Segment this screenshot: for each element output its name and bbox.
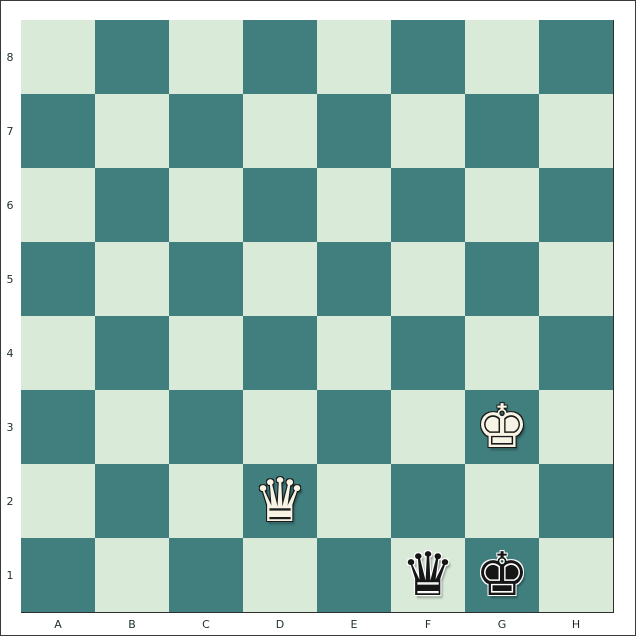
square-f6[interactable] — [391, 168, 465, 242]
square-a5[interactable] — [21, 242, 95, 316]
square-c5[interactable] — [169, 242, 243, 316]
square-b6[interactable] — [95, 168, 169, 242]
square-f7[interactable] — [391, 94, 465, 168]
rank-label-7: 7 — [6, 125, 14, 138]
rank-label-8: 8 — [6, 51, 14, 64]
file-label-a: A — [54, 618, 62, 631]
square-a6[interactable] — [21, 168, 95, 242]
square-g5[interactable] — [465, 242, 539, 316]
square-d3[interactable] — [243, 390, 317, 464]
square-a2[interactable] — [21, 464, 95, 538]
chessboard[interactable]: ♚ ♛ ♛ ♚ — [21, 20, 614, 613]
rank-label-2: 2 — [6, 495, 14, 508]
square-h4[interactable] — [539, 316, 613, 390]
square-b8[interactable] — [95, 20, 169, 94]
square-e8[interactable] — [317, 20, 391, 94]
square-h8[interactable] — [539, 20, 613, 94]
square-h5[interactable] — [539, 242, 613, 316]
square-e1[interactable] — [317, 538, 391, 612]
rank-label-4: 4 — [6, 347, 14, 360]
square-c6[interactable] — [169, 168, 243, 242]
square-a8[interactable] — [21, 20, 95, 94]
square-h3[interactable] — [539, 390, 613, 464]
square-b3[interactable] — [95, 390, 169, 464]
square-g1[interactable] — [465, 538, 539, 612]
square-b7[interactable] — [95, 94, 169, 168]
square-a3[interactable] — [21, 390, 95, 464]
black-queen-f1-icon[interactable]: ♛ — [401, 540, 455, 610]
square-g4[interactable] — [465, 316, 539, 390]
rank-label-5: 5 — [6, 273, 14, 286]
square-f8[interactable] — [391, 20, 465, 94]
square-f5[interactable] — [391, 242, 465, 316]
square-g8[interactable] — [465, 20, 539, 94]
square-e2[interactable] — [317, 464, 391, 538]
rank-label-6: 6 — [6, 199, 14, 212]
square-g2[interactable] — [465, 464, 539, 538]
square-e6[interactable] — [317, 168, 391, 242]
file-label-c: C — [202, 618, 210, 631]
square-d8[interactable] — [243, 20, 317, 94]
square-f3[interactable] — [391, 390, 465, 464]
square-f2[interactable] — [391, 464, 465, 538]
square-g7[interactable] — [465, 94, 539, 168]
file-label-b: B — [128, 618, 136, 631]
square-h1[interactable] — [539, 538, 613, 612]
square-e4[interactable] — [317, 316, 391, 390]
square-d4[interactable] — [243, 316, 317, 390]
square-d5[interactable] — [243, 242, 317, 316]
square-d1[interactable] — [243, 538, 317, 612]
file-label-d: D — [275, 618, 285, 631]
rank-label-3: 3 — [6, 421, 14, 434]
square-d6[interactable] — [243, 168, 317, 242]
square-b5[interactable] — [95, 242, 169, 316]
square-d2[interactable] — [243, 464, 317, 538]
square-h7[interactable] — [539, 94, 613, 168]
square-b2[interactable] — [95, 464, 169, 538]
file-label-h: H — [571, 618, 581, 631]
square-a4[interactable] — [21, 316, 95, 390]
square-c3[interactable] — [169, 390, 243, 464]
square-g3[interactable] — [465, 390, 539, 464]
square-d7[interactable] — [243, 94, 317, 168]
white-queen-d2-icon[interactable]: ♛ — [253, 466, 307, 536]
black-king-g1-icon[interactable]: ♚ — [475, 540, 529, 610]
rank-label-1: 1 — [6, 569, 14, 582]
square-b4[interactable] — [95, 316, 169, 390]
square-e7[interactable] — [317, 94, 391, 168]
file-label-g: G — [497, 618, 507, 631]
square-f1[interactable] — [391, 538, 465, 612]
square-a7[interactable] — [21, 94, 95, 168]
square-h2[interactable] — [539, 464, 613, 538]
square-e5[interactable] — [317, 242, 391, 316]
file-label-f: F — [424, 618, 432, 631]
square-g6[interactable] — [465, 168, 539, 242]
square-c4[interactable] — [169, 316, 243, 390]
square-c7[interactable] — [169, 94, 243, 168]
file-label-e: E — [350, 618, 358, 631]
square-a1[interactable] — [21, 538, 95, 612]
square-f4[interactable] — [391, 316, 465, 390]
square-b1[interactable] — [95, 538, 169, 612]
square-c2[interactable] — [169, 464, 243, 538]
square-c8[interactable] — [169, 20, 243, 94]
white-king-g3-icon[interactable]: ♚ — [475, 392, 529, 462]
square-h6[interactable] — [539, 168, 613, 242]
square-c1[interactable] — [169, 538, 243, 612]
square-e3[interactable] — [317, 390, 391, 464]
